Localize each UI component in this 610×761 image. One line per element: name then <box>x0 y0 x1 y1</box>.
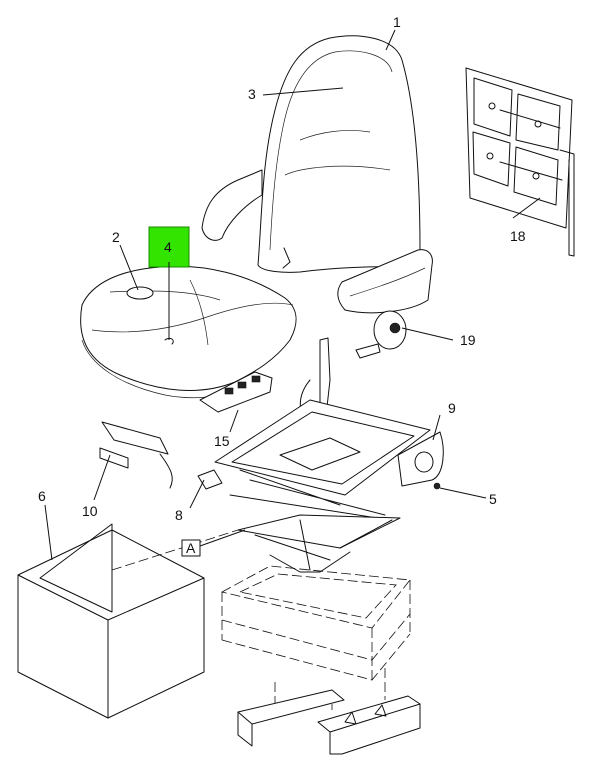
callout-labels: 1 3 2 4 18 19 9 15 5 6 10 8 <box>38 14 526 523</box>
view-reference-a: A <box>181 539 201 557</box>
callout-9: 9 <box>448 400 456 416</box>
callout-18: 18 <box>510 228 526 244</box>
callout-5: 5 <box>489 491 497 507</box>
callout-1: 1 <box>393 14 401 30</box>
callout-3: 3 <box>248 86 256 102</box>
recline-mechanism[interactable] <box>355 310 407 359</box>
leader-lines <box>44 29 541 561</box>
seat-cushion[interactable] <box>80 265 297 413</box>
callout-19: 19 <box>460 332 476 348</box>
callout-6: 6 <box>38 488 46 504</box>
lever-handle[interactable] <box>99 421 173 489</box>
view-reference-a-label: A <box>186 540 196 556</box>
callout-4: 4 <box>164 239 172 255</box>
seat-suspension[interactable] <box>197 337 444 573</box>
callout-2: 2 <box>112 229 120 245</box>
callout-15: 15 <box>214 433 230 449</box>
base-riser[interactable] <box>220 565 421 755</box>
callout-10: 10 <box>82 503 98 519</box>
callout-8: 8 <box>175 507 183 523</box>
lumbar-support-pad[interactable] <box>465 67 575 257</box>
packaging-box[interactable] <box>17 523 239 719</box>
callout-highlight-4 <box>148 226 190 268</box>
seat-back[interactable] <box>201 35 433 314</box>
